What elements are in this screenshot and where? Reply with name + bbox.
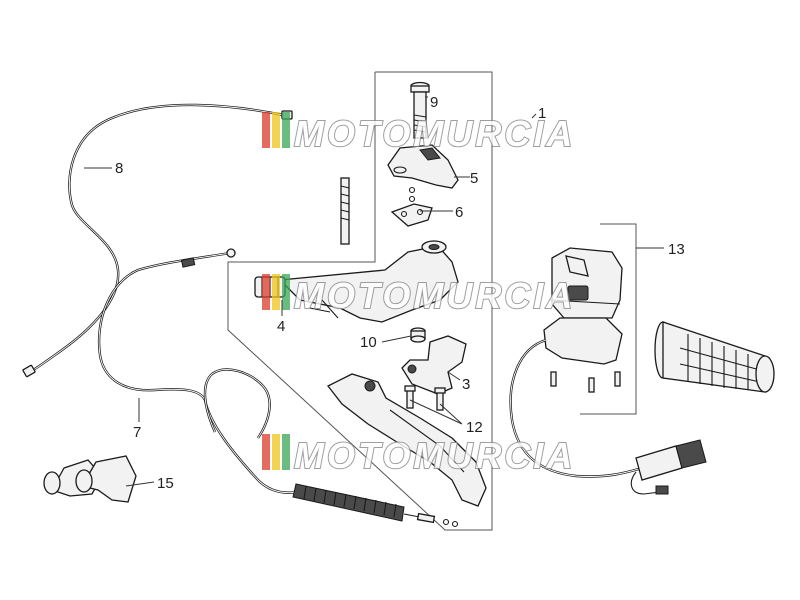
watermark-stripes [262,434,290,470]
switch-assembly-13 [509,247,707,495]
watermark-text: MOTOMURCIA [294,113,575,154]
watermark-middle: MOTOMURCIA [262,274,575,317]
callout-leaders [84,96,664,487]
watermark-stripes [262,112,290,148]
watermark-bottom: MOTOMURCIA [262,434,575,477]
boots-15 [43,455,137,503]
watermark-text: MOTOMURCIA [294,435,575,476]
cable-8 [22,103,293,378]
callout-9: 9 [430,94,438,111]
assembly-frames [227,71,637,531]
watermark-top: MOTOMURCIA [262,112,575,155]
callout-3: 3 [462,376,470,393]
callout-7: 7 [133,424,141,441]
watermark-stripes [262,274,290,310]
callout-15: 15 [157,475,174,492]
callout-1: 1 [538,105,546,122]
grip [654,321,775,393]
switch-group-frame [580,223,637,415]
bolt-9 [410,81,430,139]
cover-5 [387,144,459,203]
callout-8: 8 [115,160,123,177]
cable-7 [97,248,459,528]
callout-6: 6 [455,204,463,221]
callout-10: 10 [360,334,377,351]
watermark-text: MOTOMURCIA [294,275,575,316]
callout-labels: 1 3 4 5 6 7 8 9 10 12 13 15 [115,94,685,492]
plate-6 [390,203,433,227]
callout-5: 5 [470,170,478,187]
callout-4: 4 [277,318,285,335]
callout-12: 12 [466,419,483,436]
bolts-12 [404,385,446,411]
stud [340,177,350,245]
lever-group-frame [227,71,493,531]
callout-13: 13 [668,241,685,258]
spacer-10 [410,327,426,343]
bracket-3 [401,335,467,395]
clutch-lever [327,373,487,507]
